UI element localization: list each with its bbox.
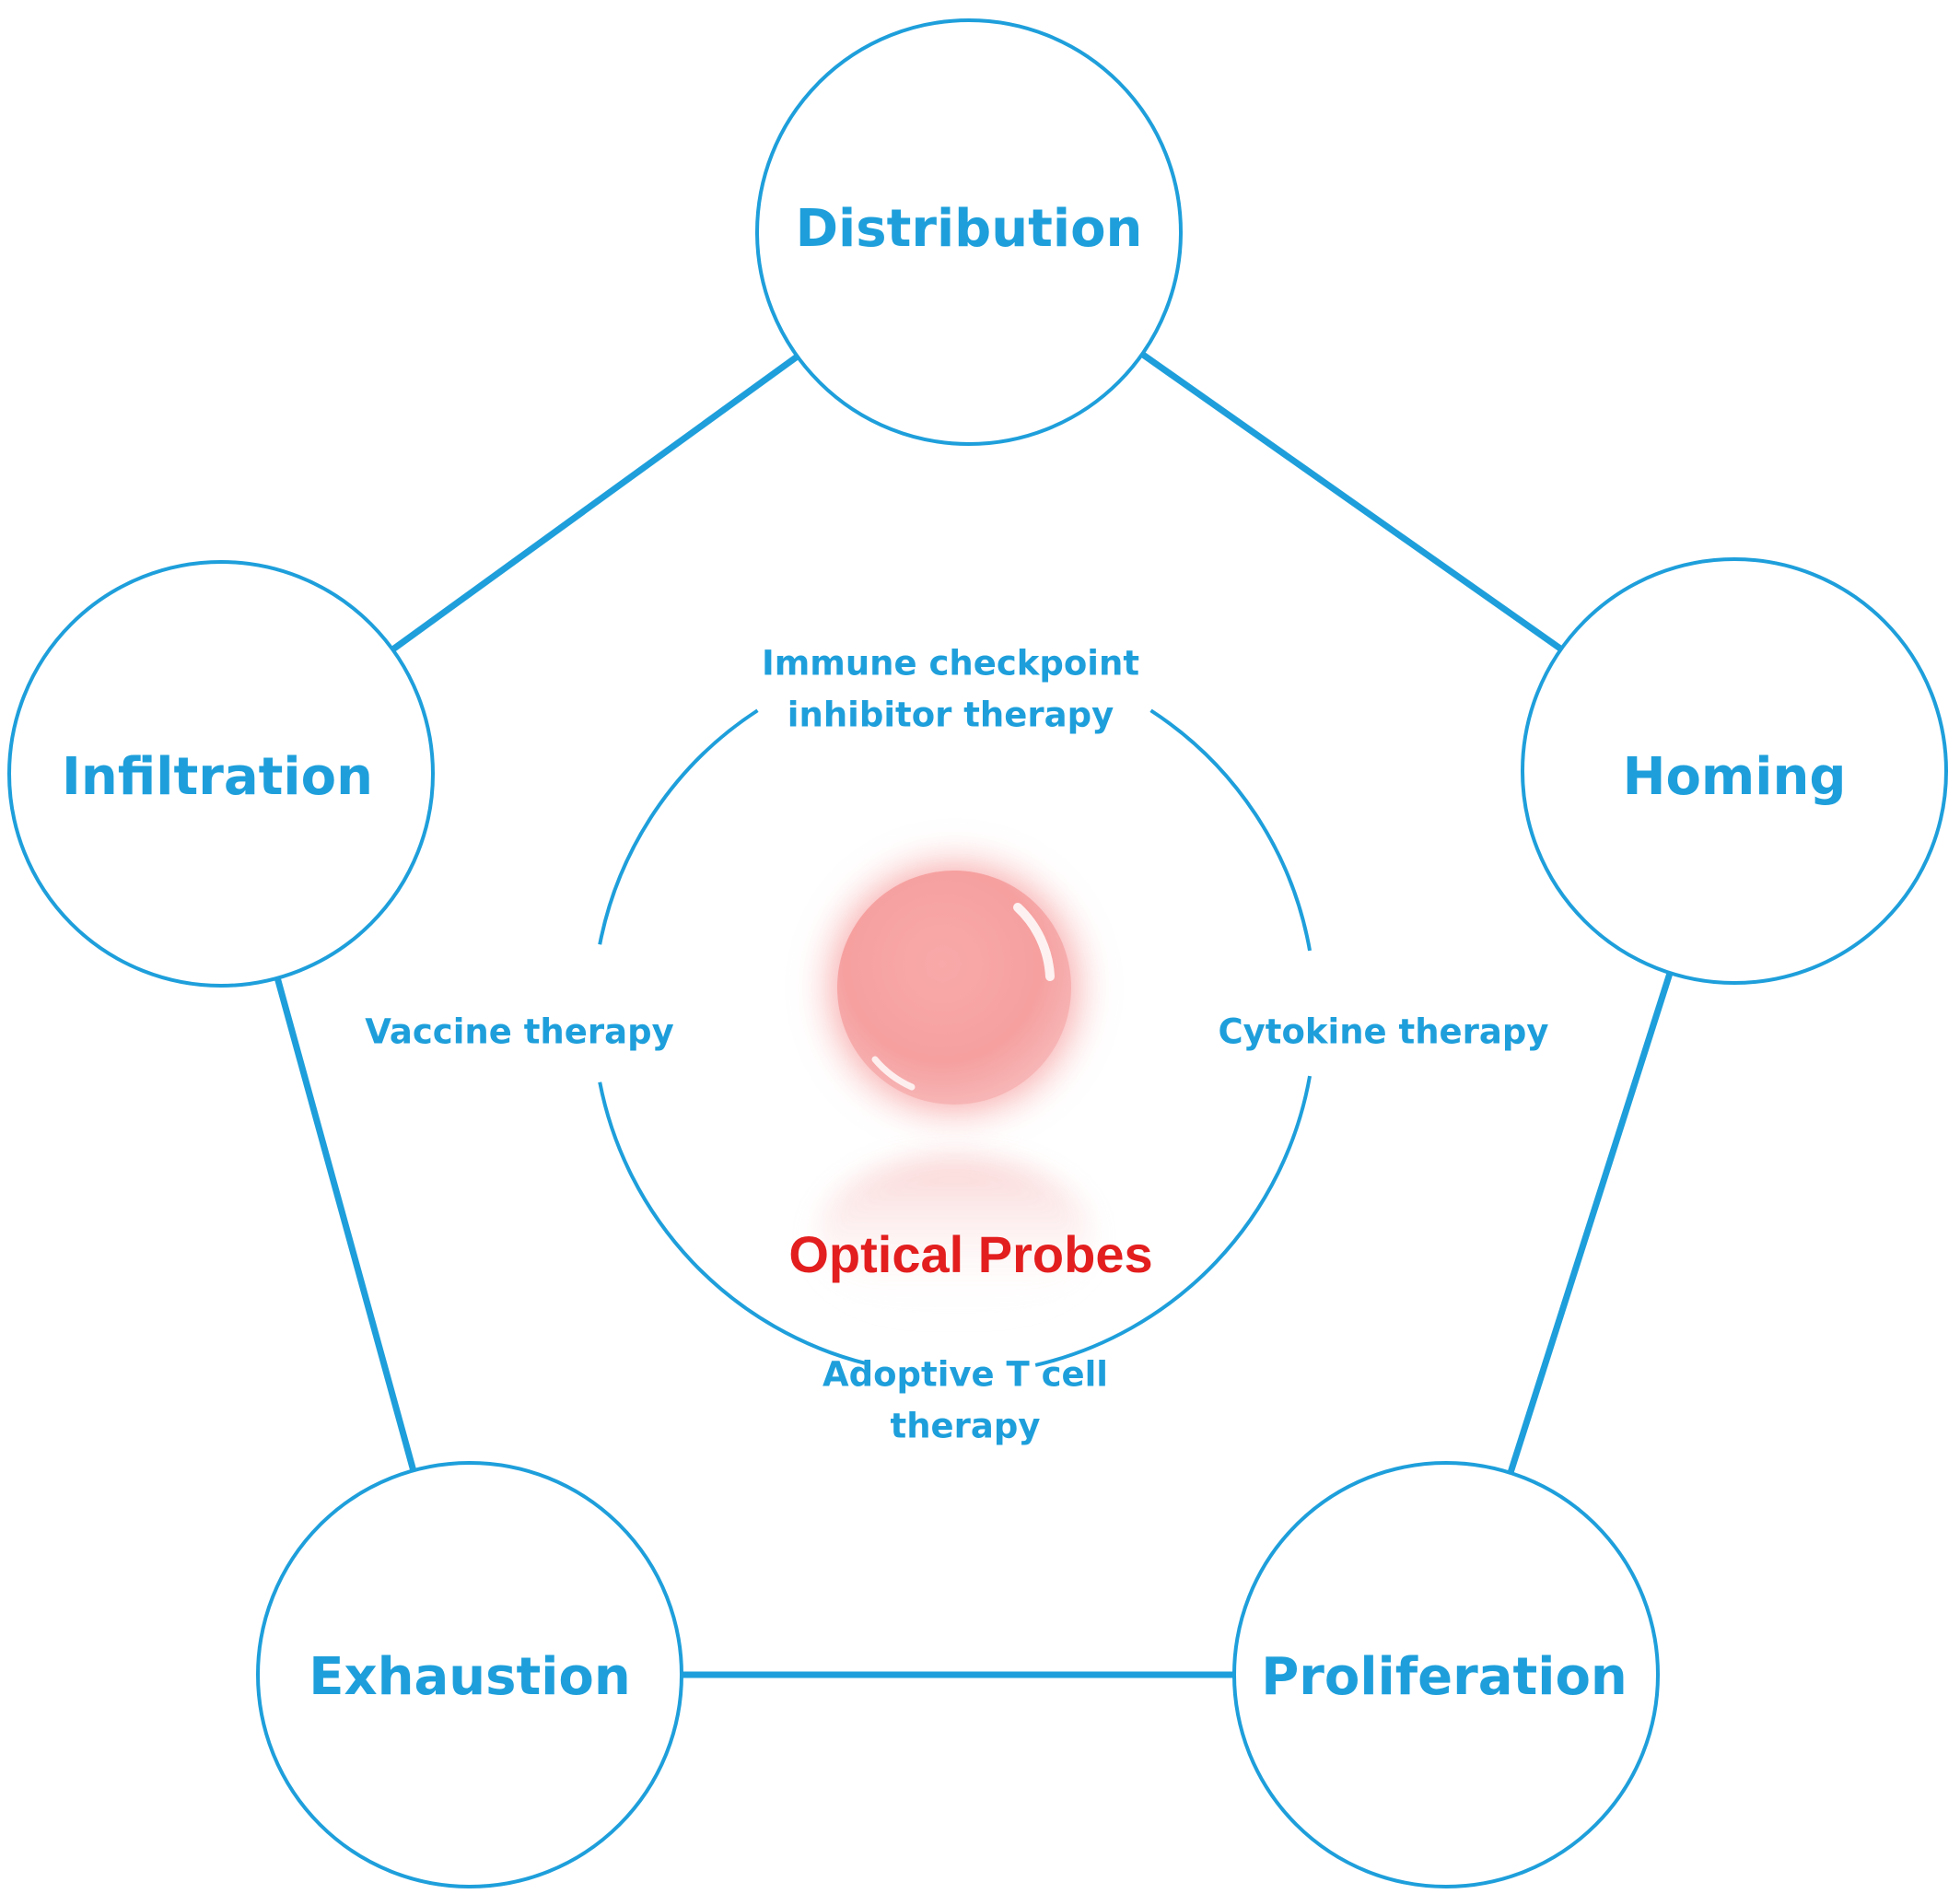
node-label-infiltration: Infiltration <box>62 747 373 807</box>
node-label-distribution: Distribution <box>796 199 1143 259</box>
ring-arc-top-left <box>598 708 759 945</box>
therapy-label-cytokine: Cytokine therapy <box>1219 1012 1549 1052</box>
therapy-label-vaccine: Vaccine therapy <box>365 1012 673 1052</box>
connector-homing-proliferation <box>1507 972 1674 1474</box>
node-label-exhaustion: Exhaustion <box>309 1647 631 1707</box>
node-circle-proliferation <box>1232 1461 1660 1888</box>
node-circle-exhaustion <box>256 1461 683 1888</box>
ring-arc-top-right <box>1149 708 1312 952</box>
connector-infiltration-distribution <box>391 354 799 652</box>
center-label: Optical Probes <box>788 1225 1152 1283</box>
therapy-label-checkpoint-line2: inhibitor therapy <box>788 696 1114 735</box>
therapy-label-checkpoint-line1: Immune checkpoint <box>762 644 1139 684</box>
connector-exhaustion-infiltration <box>274 976 417 1472</box>
node-label-homing: Homing <box>1623 747 1847 807</box>
node-circle-homing <box>1521 557 1948 985</box>
therapy-label-adoptive-line2: therapy <box>891 1407 1041 1446</box>
glowing-sphere-icon <box>807 840 1102 1322</box>
ring-arc-bottom-left <box>598 1081 868 1366</box>
connector-distribution-homing <box>1140 351 1563 652</box>
therapy-label-adoptive-line1: Adoptive T cell <box>822 1355 1108 1395</box>
node-circle-infiltration <box>7 560 435 988</box>
node-label-proliferation: Proliferation <box>1261 1647 1628 1707</box>
therapy-ring <box>598 708 1312 1367</box>
node-circle-distribution <box>755 18 1183 446</box>
pentagon-connectors <box>274 351 1674 1678</box>
node-circles <box>7 18 1948 1888</box>
ring-arc-bottom-right <box>1034 1075 1312 1367</box>
